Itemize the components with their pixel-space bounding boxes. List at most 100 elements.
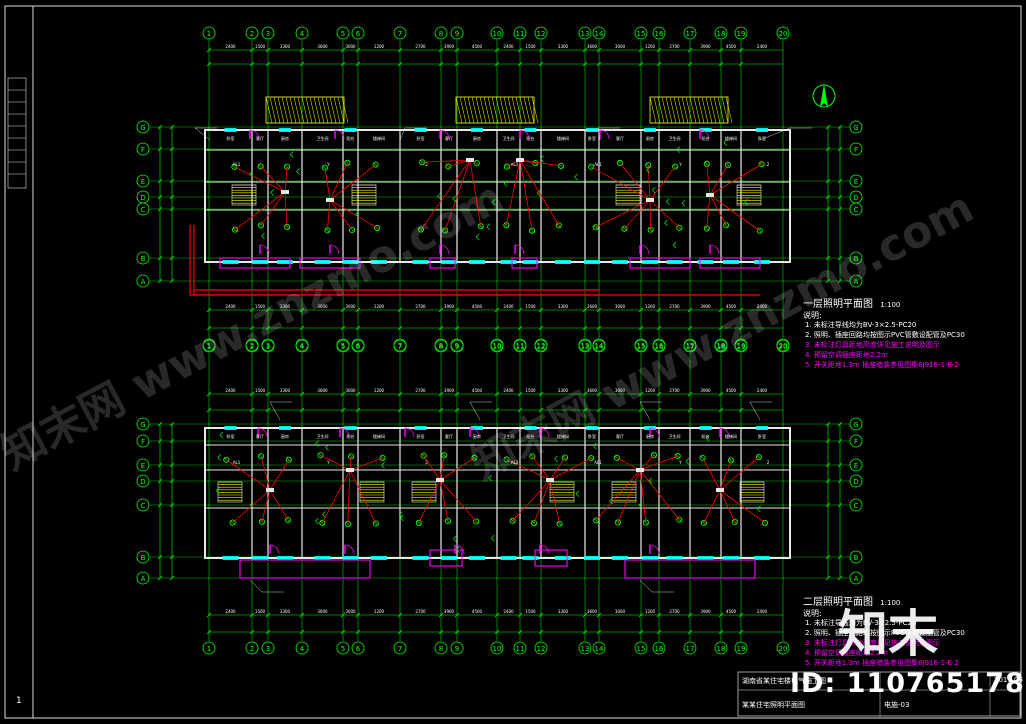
- circuit-label: AL2: [511, 460, 519, 465]
- dimension-tick: [825, 502, 831, 508]
- axis-bubble: [849, 251, 863, 265]
- dimension-label: 2400: [503, 388, 514, 393]
- axis-bubble: [336, 641, 350, 655]
- switch-symbol: [452, 195, 457, 203]
- dimension-label: 1200: [374, 304, 385, 309]
- dimension-tick: [494, 61, 500, 67]
- dimension-tick: [582, 307, 588, 313]
- roof-hatch-line: [665, 96, 673, 124]
- dimension-tick: [206, 325, 212, 331]
- axis-number: 20: [779, 30, 788, 38]
- light-fixture: [674, 452, 681, 460]
- balcony-rail: [219, 257, 291, 269]
- axis-bubble: [849, 571, 863, 585]
- room-label: 厨房: [473, 433, 481, 439]
- roof-hatch-line: [531, 96, 539, 124]
- room-label: 厨房: [281, 433, 289, 439]
- dimension-label: 2400: [503, 44, 514, 49]
- axis-bubble: [202, 339, 216, 353]
- roof-hatch-line: [337, 96, 345, 124]
- dimension-tick: [397, 629, 403, 635]
- window: [371, 260, 387, 264]
- room-label: 厨房: [473, 135, 481, 141]
- dimension-tick: [157, 146, 163, 152]
- axis-number: 1: [207, 645, 211, 653]
- dimension-label: 4500: [726, 388, 737, 393]
- roof-hatch-line: [305, 96, 313, 124]
- dimension-tick: [517, 629, 523, 635]
- dimension-tick: [157, 502, 163, 508]
- dimension-tick: [582, 47, 588, 53]
- axis-letter: C: [854, 502, 859, 510]
- wiring-line: [439, 479, 477, 522]
- dimension-tick: [299, 61, 305, 67]
- axis-bubble: [351, 641, 365, 655]
- dimension-tick: [454, 391, 460, 397]
- axis-bubble: [490, 339, 504, 353]
- axis-number: 17: [686, 645, 695, 653]
- window: [524, 128, 537, 132]
- switch-symbol: [664, 219, 668, 227]
- door-swing: [709, 244, 720, 255]
- dimension-label: 2400: [225, 44, 236, 49]
- axis-number: 15: [637, 30, 646, 38]
- axis-bubble: [776, 641, 790, 655]
- wiring-line: [260, 166, 286, 193]
- dimension-tick: [538, 61, 544, 67]
- axis-bubble: [578, 339, 592, 353]
- distribution-panel: [346, 468, 354, 472]
- axis-number: 13: [581, 645, 590, 653]
- room-label: 卫生间: [503, 433, 515, 439]
- dimension-tick: [169, 178, 175, 184]
- roof-hatch-line: [515, 96, 523, 124]
- roof-hatch-line: [487, 96, 495, 124]
- room-label: 厨房: [646, 135, 654, 141]
- dimension-tick: [837, 421, 843, 427]
- stair-outline: [411, 481, 437, 503]
- roof-hatch-line: [677, 96, 685, 124]
- axis-bubble: [136, 174, 150, 188]
- axis-number: 9: [455, 343, 459, 351]
- window: [612, 556, 628, 560]
- axis-number: 18: [717, 343, 726, 351]
- roof-hatch: [649, 96, 733, 124]
- wiring-line: [321, 469, 351, 524]
- door-swing: [469, 427, 480, 438]
- lower-plan-title: 二层照明平面图 1:100: [803, 593, 900, 608]
- dimension-tick: [837, 278, 843, 284]
- axis-bubble: [136, 142, 150, 156]
- dimension-tick: [738, 61, 744, 67]
- wiring-line: [706, 194, 711, 229]
- window: [277, 556, 293, 560]
- light-fixture: [231, 163, 238, 170]
- axis-bubble: [513, 641, 527, 655]
- axis-letter: G: [853, 421, 858, 429]
- dimension-label: 3600: [587, 44, 598, 49]
- wiring-line: [418, 479, 441, 524]
- light-fixture: [477, 223, 484, 230]
- room-label: 厨房: [646, 433, 654, 439]
- dimension-tick: [825, 124, 831, 130]
- dimension-tick: [687, 612, 693, 618]
- dimension-tick: [596, 325, 602, 331]
- stair: [359, 481, 385, 503]
- dimension-tick: [596, 629, 602, 635]
- dimension-label: 3300: [558, 304, 569, 309]
- axis-number: 8: [439, 342, 443, 350]
- window: [279, 128, 291, 132]
- axis-number: 12: [537, 645, 546, 653]
- dimension-label: 3300: [558, 388, 569, 393]
- dimension-tick: [538, 629, 544, 635]
- switch-symbol: [744, 198, 748, 206]
- watermark-logo: 知末: [838, 605, 938, 663]
- axis-number: 16: [655, 342, 664, 350]
- switch-symbol: [646, 166, 650, 174]
- roof-hatch-line: [269, 96, 277, 124]
- wiring-line: [639, 455, 678, 471]
- dimension-tick: [718, 325, 724, 331]
- dimension-tick: [837, 438, 843, 444]
- dimension-label: 3900: [444, 44, 455, 49]
- axis-bubble: [336, 26, 350, 40]
- wiring-line: [617, 469, 641, 523]
